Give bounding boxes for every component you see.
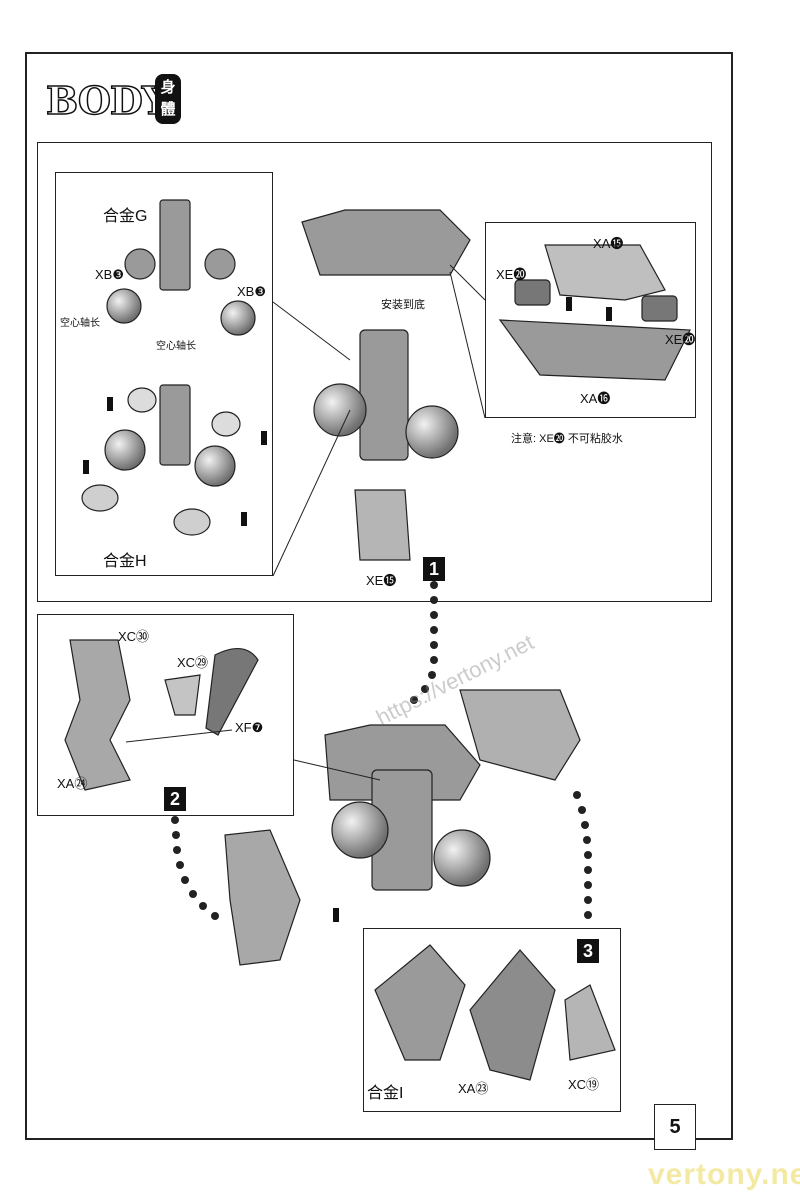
- label-alloy-h: 合金H: [103, 553, 147, 570]
- label-xa23: XA㉓: [458, 1081, 489, 1096]
- page-number: 5: [654, 1104, 696, 1150]
- label-xa15: XA⓯: [593, 236, 624, 251]
- section-title: BODY: [45, 77, 170, 124]
- label-xe20-right: XE⓴: [665, 332, 696, 347]
- section-seal: 身體: [155, 74, 181, 124]
- label-glue-note: 注意: XE⓴ 不可粘胶水: [511, 433, 623, 445]
- step-1-badge: 1: [423, 557, 445, 581]
- label-xe20-left: XE⓴: [496, 267, 527, 282]
- label-xb3-right: XB❸: [237, 284, 266, 299]
- label-alloy-i: 合金I: [367, 1085, 404, 1102]
- label-xe15: XE⓯: [366, 573, 397, 588]
- label-install-fully: 安装到底: [381, 299, 425, 311]
- page-frame: [25, 52, 733, 1140]
- label-hollow-axis-left: 空心轴长: [60, 318, 100, 329]
- label-xa16: XA⓰: [580, 391, 611, 406]
- label-xf7: XF❼: [235, 720, 264, 735]
- label-xb3-left: XB❸: [95, 267, 124, 282]
- step-3-badge: 3: [577, 939, 599, 963]
- label-alloy-g: 合金G: [103, 208, 148, 225]
- label-xc19: XC⑲: [568, 1077, 600, 1092]
- watermark-brand: vertony.net: [648, 1158, 800, 1191]
- step-2-badge: 2: [164, 787, 186, 811]
- label-xc29: XC㉙: [177, 655, 209, 670]
- label-xc30: XC㉚: [118, 629, 150, 644]
- label-hollow-axis-right: 空心轴长: [156, 341, 196, 352]
- label-xa24: XA㉔: [57, 776, 88, 791]
